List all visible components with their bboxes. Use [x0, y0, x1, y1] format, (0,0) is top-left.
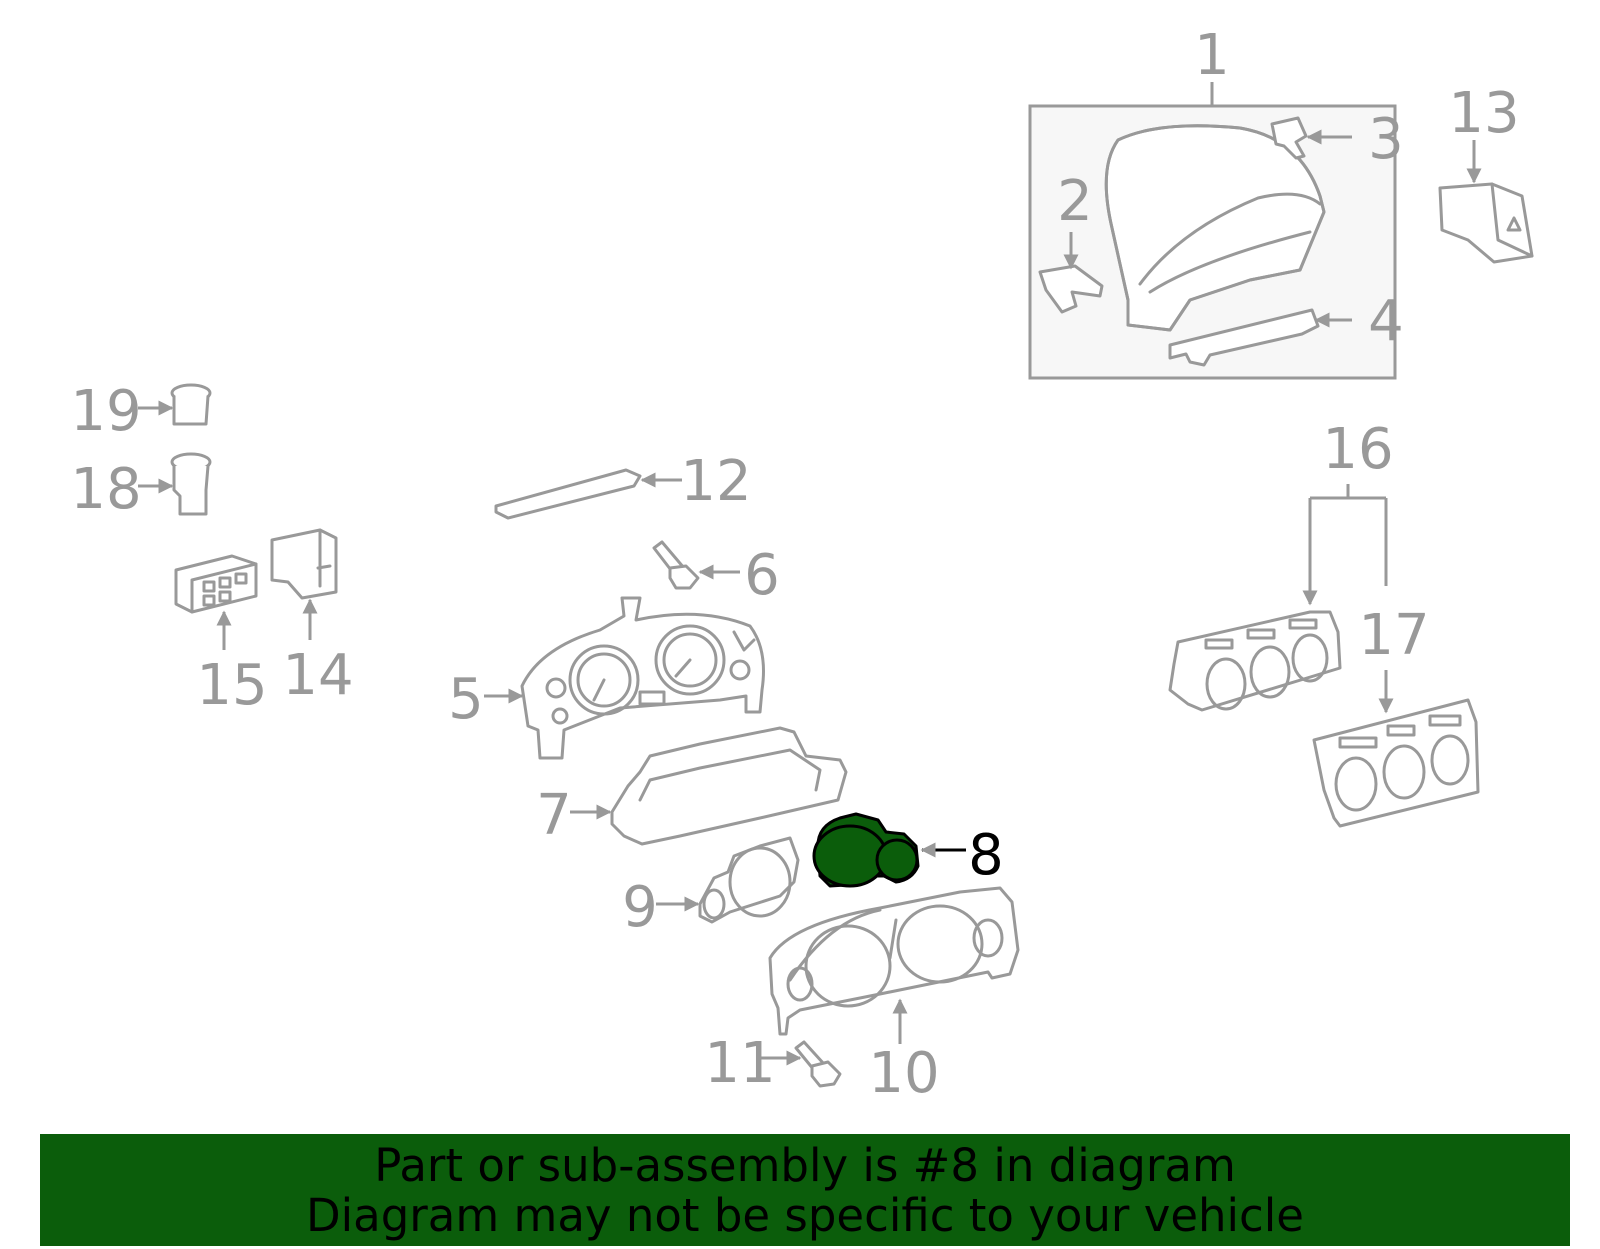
- part-1-hood: [1104, 124, 1326, 332]
- part-13-switch: [1438, 182, 1534, 264]
- callout-10: 10: [868, 1041, 939, 1106]
- part-3-clip: [1270, 116, 1308, 160]
- part-12-trim: [494, 468, 642, 520]
- leader-16-bracket: [1302, 484, 1388, 606]
- callout-16: 16: [1322, 417, 1393, 482]
- banner-line-1: Part or sub-assembly is #8 in diagram: [374, 1139, 1236, 1192]
- callout-5: 5: [448, 667, 484, 732]
- callout-13: 13: [1448, 81, 1519, 146]
- part-15-switch-block: [174, 554, 258, 614]
- part-16-climate-control: [1168, 610, 1342, 712]
- callout-12: 12: [680, 449, 751, 514]
- part-7-plate: [610, 726, 848, 846]
- part-6-screw: [652, 540, 700, 590]
- callout-19: 19: [70, 379, 141, 444]
- info-banner: Part or sub-assembly is #8 in diagram Di…: [40, 1134, 1570, 1246]
- part-17-climate-control: [1312, 698, 1480, 828]
- callout-7: 7: [536, 783, 572, 848]
- callout-17: 17: [1358, 603, 1429, 668]
- callout-15: 15: [196, 653, 267, 718]
- part-14-switch: [270, 528, 338, 600]
- part-8-gauge-highlighted[interactable]: [812, 812, 920, 888]
- callout-2: 2: [1057, 169, 1093, 234]
- callout-9: 9: [622, 875, 658, 940]
- part-5-cluster-housing: [520, 596, 765, 760]
- callout-8: 8: [968, 823, 1004, 888]
- part-11-screw: [794, 1040, 842, 1088]
- part-10-cluster-back: [768, 886, 1020, 1036]
- callout-1: 1: [1194, 23, 1230, 88]
- part-18-plug: [170, 452, 212, 516]
- callout-14: 14: [282, 643, 353, 708]
- callout-4: 4: [1368, 289, 1404, 354]
- part-9-gauge-ring: [698, 836, 800, 924]
- callout-11: 11: [704, 1031, 775, 1096]
- part-19-plug: [170, 383, 212, 426]
- callout-18: 18: [70, 457, 141, 522]
- part-2-clip: [1038, 264, 1104, 314]
- callout-6: 6: [744, 543, 780, 608]
- callout-3: 3: [1368, 107, 1404, 172]
- banner-line-2: Diagram may not be specific to your vehi…: [306, 1189, 1304, 1242]
